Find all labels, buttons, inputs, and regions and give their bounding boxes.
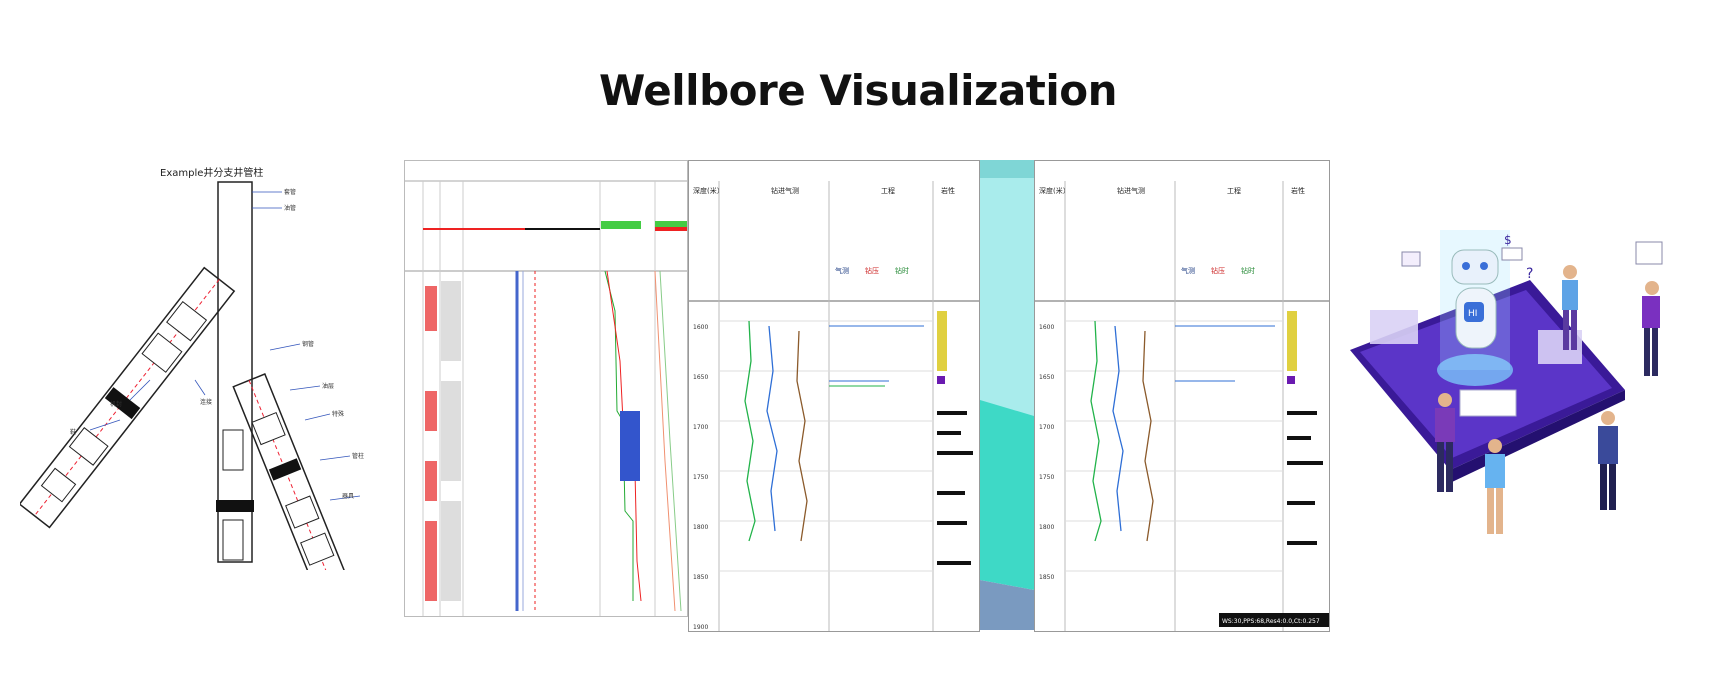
gas-track-header: 钻进气测	[771, 186, 799, 195]
schematic-label: 管柱	[352, 452, 364, 460]
schematic-label: 油层	[322, 382, 334, 390]
schematic-label: 特殊	[332, 410, 344, 418]
drill-track-header: 工程	[881, 186, 895, 195]
schematic-label: 连接	[200, 398, 212, 406]
gas-track-header: 钻进气测	[1117, 186, 1145, 195]
schematic-label: 鞋	[70, 428, 76, 436]
schematic-label: 机封	[110, 400, 122, 408]
legend-pressure: 钻压	[865, 266, 879, 275]
ai-assistant-illustration: HI ? $	[1340, 220, 1700, 600]
schematic-label: 器具	[342, 493, 354, 500]
depth-tick: 1600	[1039, 324, 1054, 331]
drill-track-header: 工程	[1227, 186, 1241, 195]
legend-gas: 气测	[835, 266, 849, 275]
depth-tick: 1800	[1039, 524, 1054, 531]
legend-time: 钻时	[1241, 266, 1255, 275]
depth-tick: 1850	[693, 574, 708, 581]
layer-strip-panel	[980, 160, 1034, 630]
robot-chest-label: HI	[1468, 309, 1477, 319]
depth-tick: 1650	[1039, 374, 1054, 381]
depth-header: 深度(米)	[693, 186, 720, 195]
depth-tick: 1600	[693, 324, 708, 331]
depth-header: 深度(米)	[1039, 186, 1066, 195]
log-panel-right: 深度(米) 钻进气测 工程 岩性 气测 钻压 钻时 1600 1650 1700…	[1034, 160, 1330, 632]
depth-tick: 1850	[1039, 574, 1054, 581]
depth-tick: 1700	[1039, 424, 1054, 431]
depth-tick: 1650	[693, 374, 708, 381]
depth-tick: 1750	[1039, 474, 1054, 481]
schematic-label: 套管	[284, 188, 296, 196]
legend-time: 钻时	[895, 266, 909, 275]
lith-track-header: 岩性	[1291, 186, 1305, 195]
legend-gas: 气测	[1181, 266, 1195, 275]
well-schematic-panel: Example井分支井管柱	[20, 160, 380, 570]
svg-text:$: $	[1504, 233, 1512, 247]
depth-tick: 1750	[693, 474, 708, 481]
lith-track-header: 岩性	[941, 186, 955, 195]
schematic-label: 钢管	[302, 340, 314, 348]
schematic-title: Example井分支井管柱	[160, 166, 263, 179]
page-title: Wellbore Visualization	[598, 66, 1118, 115]
depth-tick: 1700	[693, 424, 708, 431]
log-panel-left: 深度(米) 钻进气测 工程 岩性 气测 钻压 钻时 1600 1650 1700…	[688, 160, 980, 632]
status-readout: WS:30,PPS:68,Res4:0.0,Ct:0.257	[1222, 618, 1320, 625]
depth-tick: 1800	[693, 524, 708, 531]
schematic-label: 油管	[284, 204, 296, 212]
strat-column-panel	[404, 160, 688, 617]
depth-tick: 1900	[693, 624, 708, 631]
svg-text:?: ?	[1526, 266, 1533, 282]
legend-pressure: 钻压	[1211, 266, 1225, 275]
